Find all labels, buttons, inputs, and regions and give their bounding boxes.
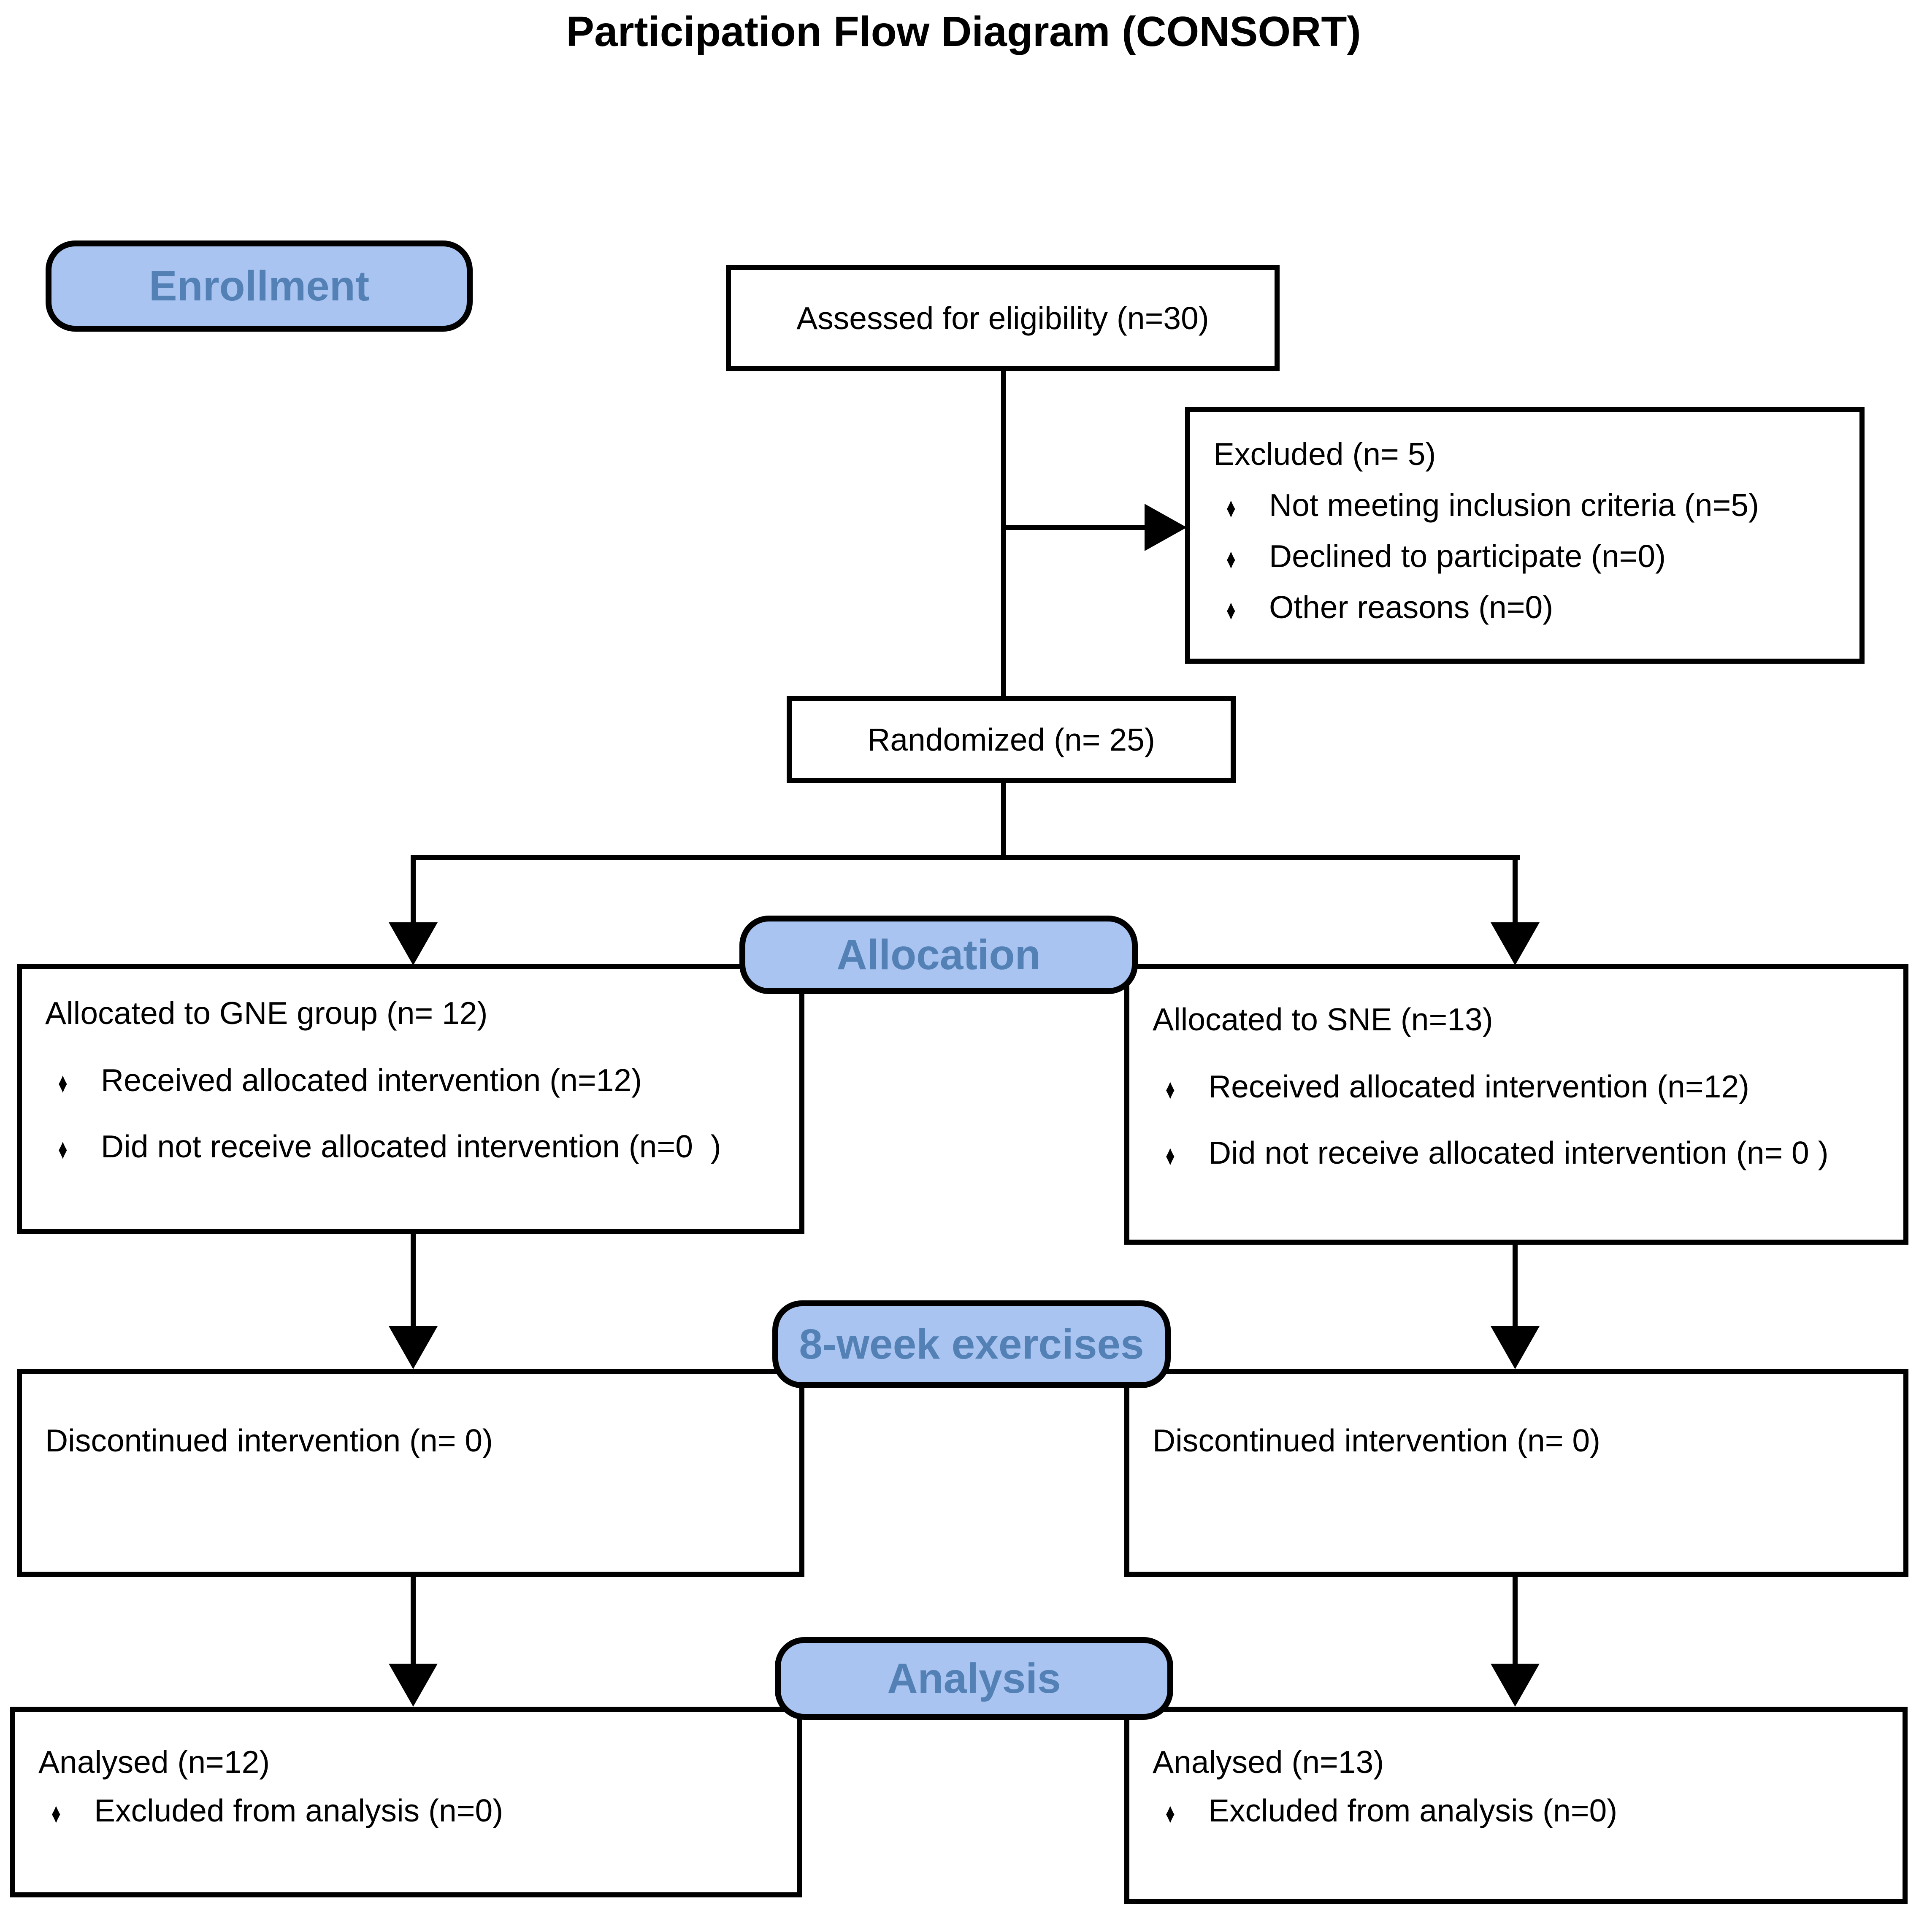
analysed-sne-bullet-text: Excluded from analysis (n=0) [1208, 1793, 1618, 1828]
arrowhead-down-icon [389, 1326, 438, 1369]
excluded-bullet-row: ♦ Declined to participate (n=0) [1213, 535, 1836, 577]
excluded-heading: Excluded (n= 5) [1213, 436, 1436, 472]
diamond-bullet-icon: ♦ [1165, 1073, 1175, 1105]
randomized-text: Randomized (n= 25) [867, 721, 1155, 757]
allocated-gne-heading: Allocated to GNE group (n= 12) [45, 995, 488, 1031]
arrowhead-down-icon [389, 922, 438, 965]
analysed-gne-box: Analysed (n=12) ♦ Excluded from analysis… [10, 1707, 802, 1897]
arrowhead-down-icon [1491, 1326, 1540, 1369]
assessed-eligibility-box: Assessed for eligibility (n=30) [726, 265, 1280, 371]
discontinued-sne-text: Discontinued intervention (n= 0) [1153, 1423, 1601, 1458]
excluded-bullet-text: Declined to participate (n=0) [1269, 538, 1666, 574]
allocated-sne-heading: Allocated to SNE (n=13) [1153, 1002, 1493, 1037]
allocated-gne-bullet-row: ♦ Received allocated intervention (n=12) [45, 1059, 776, 1101]
connector-assessed-to-randomized [1001, 371, 1006, 697]
allocated-sne-bullet-row: ♦ Did not receive allocated intervention… [1153, 1132, 1880, 1174]
branch-line [411, 855, 1520, 860]
allocation-stage-pill: Allocation [739, 916, 1138, 994]
arrowhead-down-icon [1491, 1664, 1540, 1707]
exercises-stage-label: 8-week exercises [799, 1320, 1144, 1368]
analysed-gne-heading: Analysed (n=12) [38, 1744, 270, 1780]
allocated-gne-bullet-text: Received allocated intervention (n=12) [101, 1062, 642, 1098]
connector-sne-to-discontinued [1513, 1245, 1518, 1328]
diamond-bullet-icon: ♦ [1165, 1797, 1175, 1829]
discontinued-gne-text: Discontinued intervention (n= 0) [45, 1423, 493, 1458]
connector-sne-to-analysed [1513, 1577, 1518, 1665]
allocated-sne-bullet-text: Received allocated intervention (n=12) [1208, 1069, 1750, 1104]
analysed-gne-bullet-text: Excluded from analysis (n=0) [94, 1793, 503, 1828]
page-title: Participation Flow Diagram (CONSORT) [566, 8, 1361, 55]
connector-branch-to-gne [411, 855, 416, 924]
analysed-sne-box: Analysed (n=13) ♦ Excluded from analysis… [1124, 1707, 1908, 1904]
enrollment-stage-label: Enrollment [149, 262, 370, 310]
discontinued-sne-box: Discontinued intervention (n= 0) [1124, 1369, 1908, 1577]
connector-randomized-to-branch [1001, 783, 1006, 857]
diamond-bullet-icon: ♦ [58, 1133, 68, 1165]
allocated-sne-bullet-row: ♦ Received allocated intervention (n=12) [1153, 1066, 1880, 1108]
diamond-bullet-icon: ♦ [1226, 492, 1236, 524]
connector-gne-to-discontinued [411, 1234, 416, 1328]
diamond-bullet-icon: ♦ [1165, 1140, 1175, 1171]
excluded-bullet-row: ♦ Other reasons (n=0) [1213, 586, 1836, 628]
allocated-sne-bullet-text: Did not receive allocated intervention (… [1208, 1135, 1829, 1170]
analysed-sne-heading: Analysed (n=13) [1153, 1744, 1384, 1780]
excluded-box: Excluded (n= 5) ♦ Not meeting inclusion … [1185, 407, 1865, 664]
allocated-gne-bullet-row: ♦ Did not receive allocated intervention… [45, 1126, 776, 1167]
discontinued-gne-box: Discontinued intervention (n= 0) [17, 1369, 804, 1577]
analysis-stage-label: Analysis [887, 1654, 1061, 1702]
allocation-stage-label: Allocation [836, 931, 1041, 978]
connector-to-excluded [1004, 525, 1152, 530]
diamond-bullet-icon: ♦ [1226, 543, 1236, 575]
connector-branch-to-sne [1513, 855, 1518, 924]
allocated-gne-box: Allocated to GNE group (n= 12) ♦ Receive… [17, 964, 804, 1234]
allocated-gne-bullet-text: Did not receive allocated intervention (… [101, 1129, 721, 1164]
arrowhead-right-icon [1145, 504, 1187, 551]
arrowhead-down-icon [1491, 922, 1540, 965]
assessed-eligibility-text: Assessed for eligibility (n=30) [796, 300, 1209, 336]
analysed-gne-bullet-row: ♦ Excluded from analysis (n=0) [38, 1790, 774, 1832]
analysed-sne-bullet-row: ♦ Excluded from analysis (n=0) [1153, 1790, 1879, 1832]
diamond-bullet-icon: ♦ [51, 1797, 61, 1829]
allocated-sne-box: Allocated to SNE (n=13) ♦ Received alloc… [1124, 964, 1908, 1245]
excluded-bullet-row: ♦ Not meeting inclusion criteria (n=5) [1213, 484, 1836, 526]
connector-gne-to-analysed [411, 1577, 416, 1665]
enrollment-stage-pill: Enrollment [46, 240, 473, 332]
diamond-bullet-icon: ♦ [1226, 594, 1236, 626]
diamond-bullet-icon: ♦ [58, 1067, 68, 1099]
analysis-stage-pill: Analysis [775, 1637, 1173, 1720]
arrowhead-down-icon [389, 1664, 438, 1707]
excluded-bullet-text: Other reasons (n=0) [1269, 589, 1554, 625]
excluded-bullet-text: Not meeting inclusion criteria (n=5) [1269, 487, 1759, 523]
exercises-stage-pill: 8-week exercises [772, 1300, 1171, 1388]
randomized-box: Randomized (n= 25) [787, 696, 1236, 783]
